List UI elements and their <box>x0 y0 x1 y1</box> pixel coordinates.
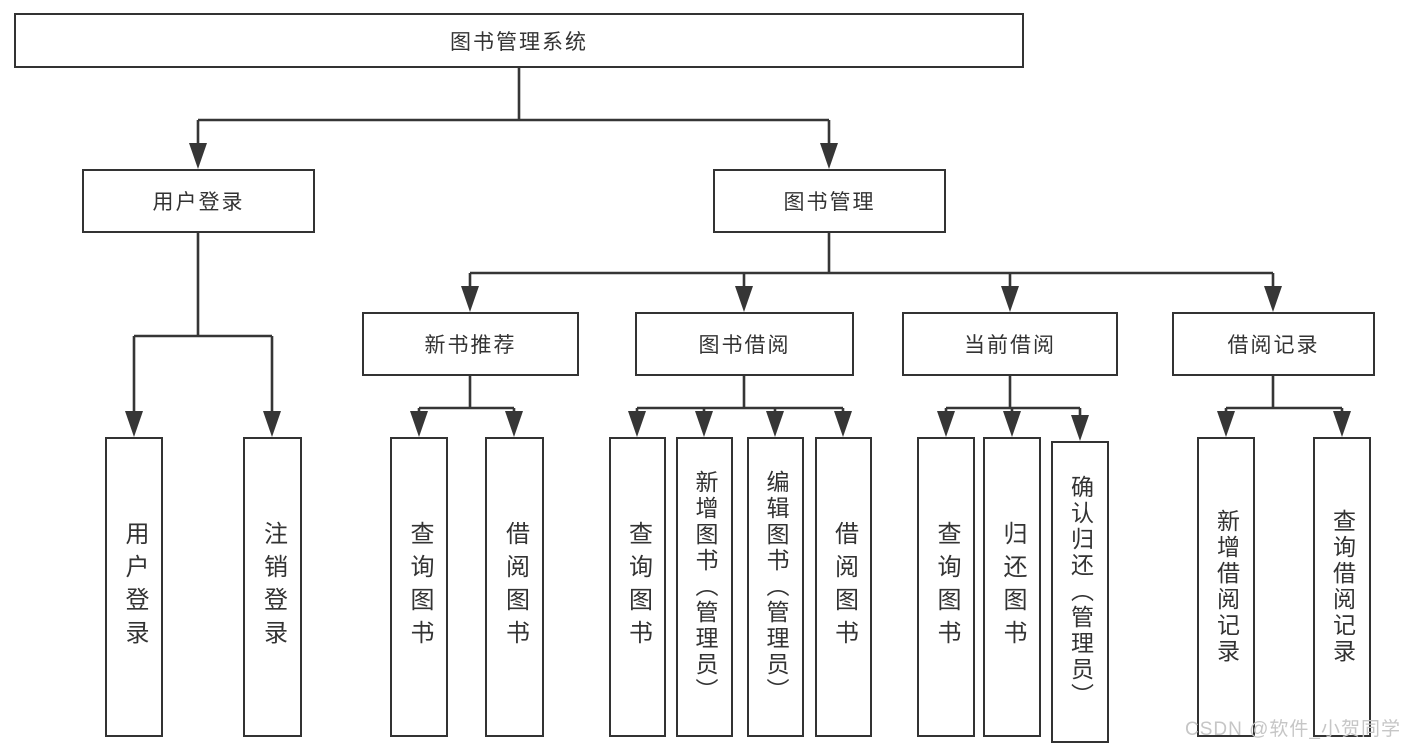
node-label: 用户登录 <box>121 521 148 653</box>
leaf-borrow-books: 借阅图书 <box>815 437 872 737</box>
node-label: 借阅记录 <box>1227 334 1320 357</box>
csdn-watermark: CSDN @软件_小贺同学 <box>1185 719 1401 740</box>
node-label: 查询图书 <box>933 521 960 653</box>
node-book-management-branch: 图书管理 <box>713 169 946 233</box>
node-book-borrow: 图书借阅 <box>635 312 854 376</box>
node-label: 图书管理 <box>783 191 876 214</box>
node-label: 用户登录 <box>152 191 245 214</box>
node-label: 注销登录 <box>259 521 287 653</box>
node-label: 当前借阅 <box>964 334 1056 357</box>
node-label: 图书管理系统 <box>450 30 588 54</box>
leaf-logout: 注销登录 <box>243 437 302 737</box>
node-label: 确认归还（管理员） <box>1067 475 1094 709</box>
arrowhead-icons <box>125 143 1351 441</box>
node-label: 借阅图书 <box>830 521 858 653</box>
node-library-management-system: 图书管理系统 <box>14 13 1024 68</box>
leaf-add-books-admin: 新增图书（管理员） <box>676 437 733 737</box>
node-user-login-branch: 用户登录 <box>82 169 315 233</box>
leaf-query-books-borrow: 查询图书 <box>609 437 666 737</box>
node-label: 新书推荐 <box>424 334 517 357</box>
leaf-user-login: 用户登录 <box>105 437 163 737</box>
node-label: 归还图书 <box>999 521 1026 653</box>
node-current-borrow: 当前借阅 <box>902 312 1118 376</box>
leaf-add-borrow-record: 新增借阅记录 <box>1197 437 1255 737</box>
node-label: 查询图书 <box>624 521 652 653</box>
node-label: 查询图书 <box>406 521 433 653</box>
node-borrow-records: 借阅记录 <box>1172 312 1375 376</box>
node-label: 新增借阅记录 <box>1213 509 1240 665</box>
leaf-query-books-recommend: 查询图书 <box>390 437 448 737</box>
leaf-query-books-current: 查询图书 <box>917 437 975 737</box>
node-label: 新增图书（管理员） <box>692 470 718 704</box>
leaf-return-books: 归还图书 <box>983 437 1041 737</box>
node-new-book-recommend: 新书推荐 <box>362 312 579 376</box>
leaf-borrow-books-recommend: 借阅图书 <box>485 437 544 737</box>
leaf-edit-books-admin: 编辑图书（管理员） <box>747 437 804 737</box>
node-label: 编辑图书（管理员） <box>763 470 789 704</box>
leaf-query-borrow-record: 查询借阅记录 <box>1313 437 1371 737</box>
node-label: 借阅图书 <box>501 521 529 653</box>
node-label: 图书借阅 <box>698 334 791 357</box>
leaf-confirm-return-admin: 确认归还（管理员） <box>1051 441 1109 743</box>
node-label: 查询借阅记录 <box>1329 509 1356 665</box>
